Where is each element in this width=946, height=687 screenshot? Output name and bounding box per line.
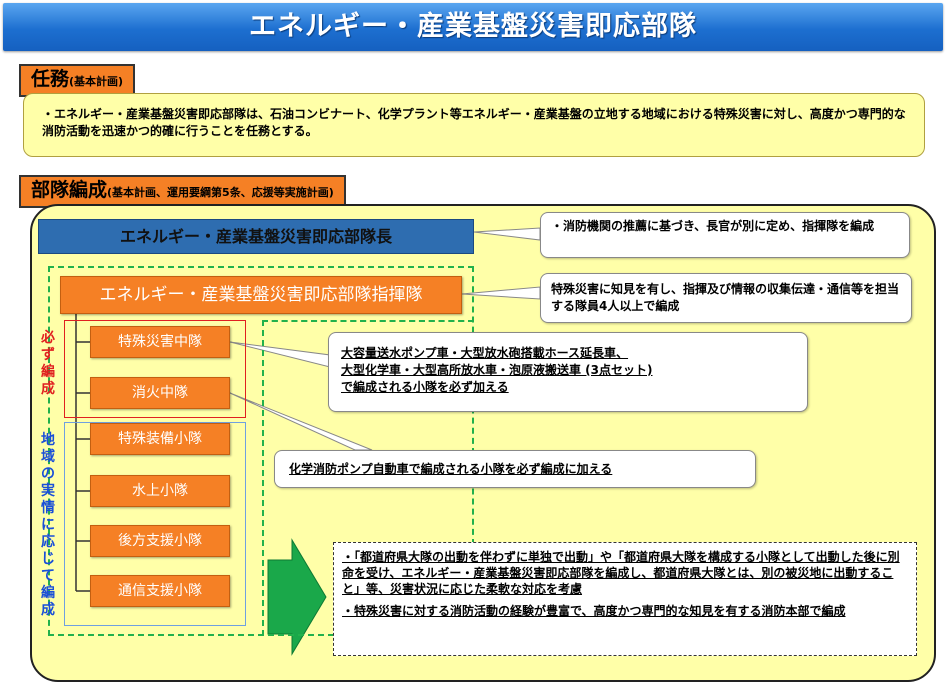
command-label: エネルギー・産業基盤災害即応部隊指揮隊	[99, 285, 423, 305]
command-box: エネルギー・産業基盤災害即応部隊指揮隊	[60, 276, 462, 314]
organization-heading-sub: (基本計画、運用要綱第5条、応援等実施計画)	[107, 186, 334, 199]
mandatory-label: 必ず編成	[41, 330, 55, 397]
special-note-line-1: 大容量送水ポンプ車・大型放水砲搭載ホース延長車、	[341, 346, 629, 360]
leader-label: エネルギー・産業基盤災害即応部隊長	[119, 227, 392, 246]
unit-logistics: 後方支援小隊	[90, 525, 230, 557]
local-frame	[64, 422, 246, 626]
leader-note-text: ・消防機関の推薦に基づき、長官が別に定め、指揮隊を編成	[551, 219, 875, 233]
leader-callout-tail	[473, 227, 541, 241]
special-unit-note: 大容量送水ポンプ車・大型放水砲搭載ホース延長車、 大型化学車・大型高所放水車・泡…	[328, 332, 808, 412]
special-note-line-2: 大型化学車・大型高所放水車・泡原液搬送車 (3点セット)	[341, 363, 653, 377]
unit-special-disaster: 特殊災害中隊	[90, 326, 230, 358]
command-group-inner-top-line	[262, 320, 474, 322]
organization-heading-text: 部隊編成	[31, 179, 108, 201]
local-label: 地域の実情に応じて編成	[41, 432, 55, 618]
bottom-note-1: ・「都道府県大隊の出動を伴わずに単独で出動」や「都道府県大隊を構成する小隊として…	[342, 550, 900, 596]
mission-heading-text: 任務	[31, 68, 70, 90]
unit-water: 水上小隊	[90, 475, 230, 507]
leader-note: ・消防機関の推薦に基づき、長官が別に定め、指揮隊を編成	[540, 212, 910, 258]
mission-text: ・エネルギー・産業基盤災害即応部隊は、石油コンビナート、化学プラント等エネルギー…	[42, 107, 906, 138]
bottom-note: ・「都道府県大隊の出動を伴わずに単独で出動」や「都道府県大隊を構成する小隊として…	[333, 542, 917, 656]
organization-heading: 部隊編成(基本計画、運用要綱第5条、応援等実施計画)	[19, 175, 346, 208]
command-note: 特殊災害に知見を有し、指揮及び情報の収集伝達・通信等を担当する隊員4人以上で編成	[540, 273, 912, 323]
unit-special-equipment: 特殊装備小隊	[90, 423, 230, 455]
command-note-text: 特殊災害に知見を有し、指揮及び情報の収集伝達・通信等を担当する隊員4人以上で編成	[551, 282, 900, 313]
bottom-note-2: ・特殊災害に対する消防活動の経験が豊富で、高度かつ専門的な知見を有する消防本部で…	[342, 604, 846, 618]
leader-box: エネルギー・産業基盤災害即応部隊長	[38, 219, 474, 254]
mission-heading-sub: (基本計画)	[69, 75, 124, 88]
page-title: エネルギー・産業基盤災害即応部隊	[3, 3, 943, 51]
command-group-inner-side	[262, 320, 264, 636]
unit-fire: 消火中隊	[90, 377, 230, 409]
fire-note-text: 化学消防ポンプ自動車で編成される小隊を必ず編成に加える	[289, 462, 613, 476]
special-note-line-3: で編成される小隊を必ず加える	[341, 380, 509, 394]
mandatory-frame	[64, 320, 246, 418]
unit-communications: 通信支援小隊	[90, 575, 230, 607]
fire-unit-note: 化学消防ポンプ自動車で編成される小隊を必ず編成に加える	[274, 450, 756, 488]
mission-box: ・エネルギー・産業基盤災害即応部隊は、石油コンビナート、化学プラント等エネルギー…	[23, 93, 925, 157]
